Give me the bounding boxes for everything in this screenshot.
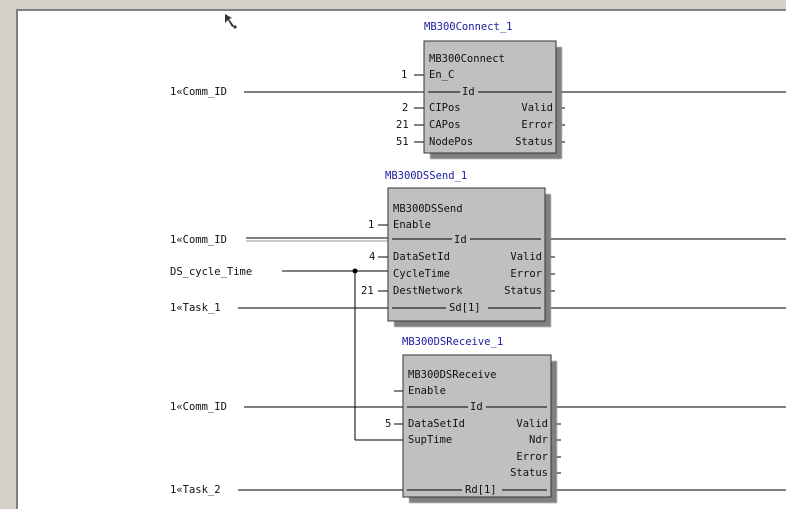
- const-nodepos: 51: [396, 136, 409, 148]
- pin-send-valid: Valid: [510, 251, 542, 263]
- pin-cursor-icon: [225, 14, 237, 29]
- editor-frame-left: [0, 0, 16, 509]
- pin-receive-datasetid: DataSetId: [408, 418, 465, 430]
- const-enable: 1: [368, 219, 374, 231]
- pin-receive-ndr: Ndr: [529, 434, 548, 446]
- const-enc: 1: [401, 69, 407, 81]
- pin-connect-valid: Valid: [521, 102, 553, 114]
- const-datasetid-send: 4: [369, 251, 375, 263]
- block-mb300dsreceive[interactable]: [402, 354, 554, 500]
- type-name-send: MB300DSSend: [393, 203, 463, 215]
- pin-connect-id: Id: [462, 86, 475, 98]
- wires: [238, 74, 786, 491]
- editor-frame-edge: [16, 9, 18, 509]
- pin-capos: CAPos: [429, 119, 461, 131]
- pin-receive-status: Status: [510, 467, 548, 479]
- instance-name-send: MB300DSSend_1: [385, 170, 467, 182]
- signal-comm-id-3[interactable]: 1«Comm_ID: [170, 401, 227, 413]
- const-cipos: 2: [402, 102, 408, 114]
- pin-nodepos: NodePos: [429, 136, 473, 148]
- pin-send-error: Error: [510, 268, 542, 280]
- pin-enc: En_C: [429, 69, 454, 81]
- instance-name-receive: MB300DSReceive_1: [402, 336, 503, 348]
- editor-frame-top: [0, 0, 786, 9]
- pin-send-status: Status: [504, 285, 542, 297]
- pin-receive-rd1: Rd[1]: [465, 484, 497, 496]
- pin-receive-error: Error: [516, 451, 548, 463]
- signal-task-2[interactable]: 1«Task_2: [170, 484, 221, 496]
- block-mb300dssend[interactable]: [387, 187, 548, 324]
- type-name-connect: MB300Connect: [429, 53, 505, 65]
- editor-frame-edge-top: [18, 9, 786, 11]
- pin-send-enable: Enable: [393, 219, 431, 231]
- const-destnetwork: 21: [361, 285, 374, 297]
- instance-name-connect: MB300Connect_1: [424, 21, 513, 33]
- pin-receive-enable: Enable: [408, 385, 446, 397]
- pin-receive-valid: Valid: [516, 418, 548, 430]
- block-mb300connect[interactable]: [423, 40, 559, 156]
- pin-connect-status: Status: [515, 136, 553, 148]
- signal-comm-id-2[interactable]: 1«Comm_ID: [170, 234, 227, 246]
- signal-ds-cycle-time[interactable]: DS_cycle_Time: [170, 266, 252, 278]
- pin-cipos: CIPos: [429, 102, 461, 114]
- pin-receive-id: Id: [470, 401, 483, 413]
- pin-send-cycletime: CycleTime: [393, 268, 450, 280]
- pin-send-destnetwork: DestNetwork: [393, 285, 463, 297]
- signal-task-1[interactable]: 1«Task_1: [170, 302, 221, 314]
- pin-send-id: Id: [454, 234, 467, 246]
- signal-comm-id-1[interactable]: 1«Comm_ID: [170, 86, 227, 98]
- pin-send-sd1: Sd[1]: [449, 302, 481, 314]
- pin-send-datasetid: DataSetId: [393, 251, 450, 263]
- type-name-receive: MB300DSReceive: [408, 369, 497, 381]
- const-capos: 21: [396, 119, 409, 131]
- pin-connect-error: Error: [521, 119, 553, 131]
- pin-receive-suptime: SupTime: [408, 434, 452, 446]
- const-datasetid-receive: 5: [385, 418, 391, 430]
